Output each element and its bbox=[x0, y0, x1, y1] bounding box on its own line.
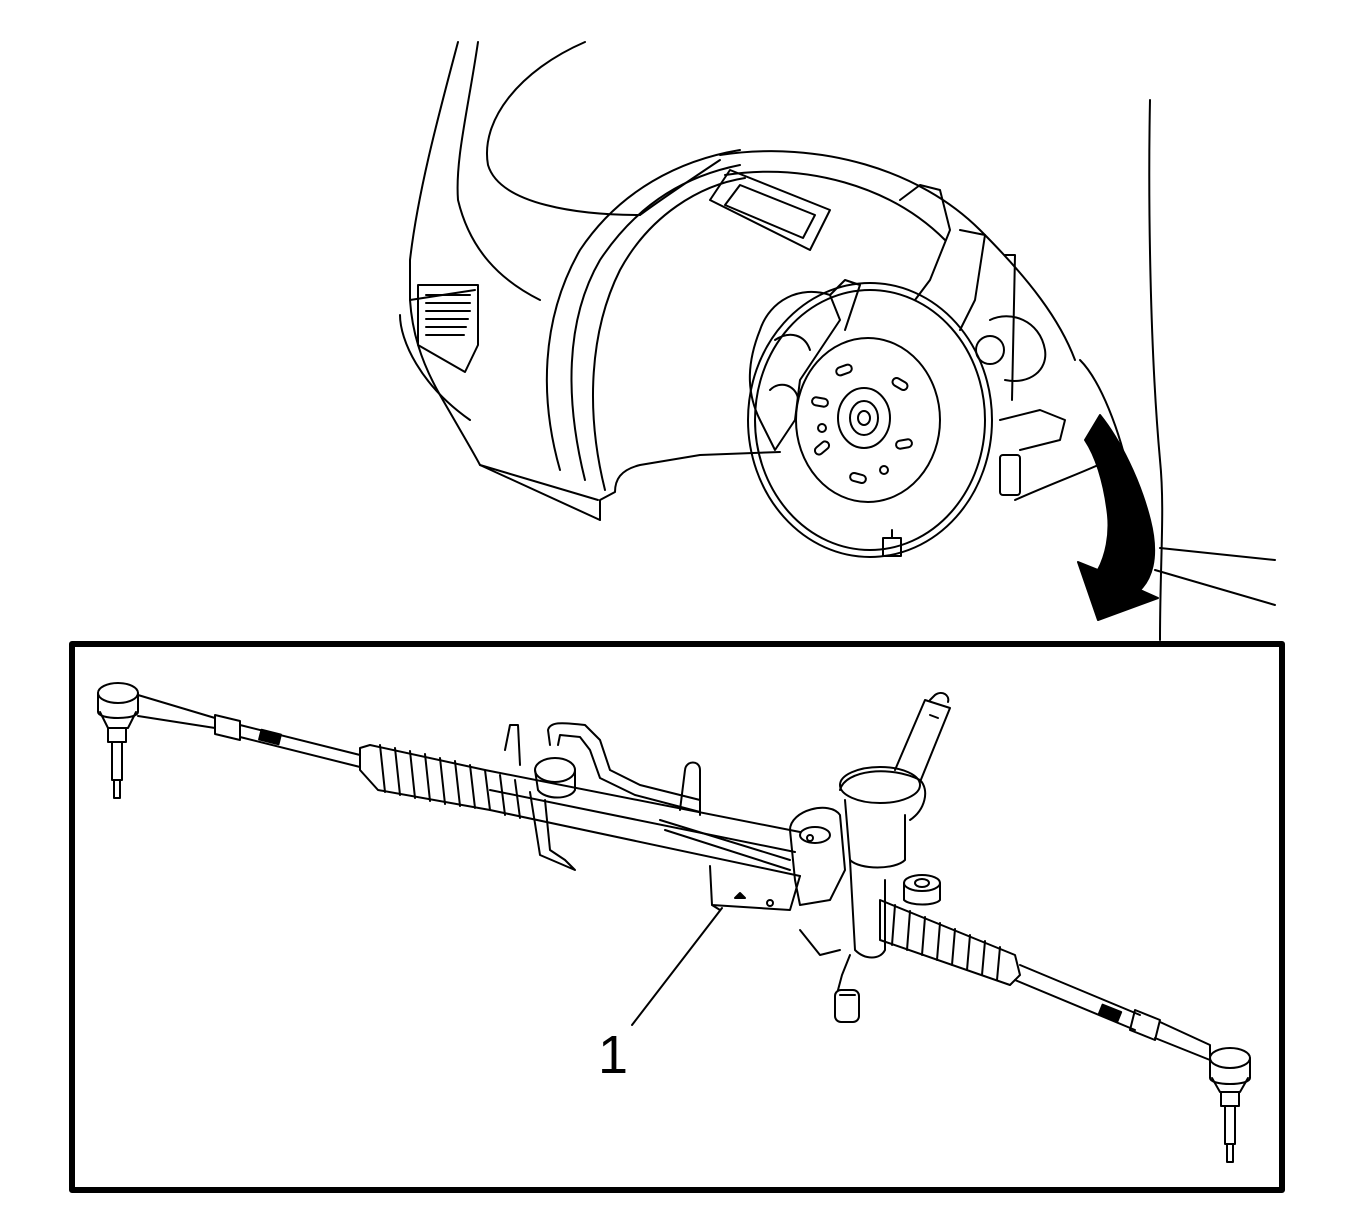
callout-1-label: 1 bbox=[598, 1025, 629, 1085]
vehicle-fender-view bbox=[399, 41, 1276, 641]
inset-detail-box bbox=[69, 641, 1285, 1193]
gear-housing bbox=[484, 769, 801, 911]
left-tie-rod-end bbox=[97, 682, 241, 799]
left-inner-boot bbox=[359, 744, 491, 811]
curved-arrow-icon bbox=[1077, 414, 1159, 621]
fog-lamp-grille bbox=[417, 284, 479, 373]
brake-caliper bbox=[748, 279, 861, 451]
pinion-valve-housing bbox=[789, 692, 951, 959]
brake-rotor bbox=[747, 282, 993, 558]
callout-leader-line bbox=[631, 907, 723, 1026]
electrical-connector bbox=[834, 954, 860, 1023]
right-tie-rod-end bbox=[1209, 1047, 1251, 1163]
suspension-knuckle bbox=[882, 184, 1121, 557]
right-inner-boot bbox=[879, 899, 1021, 986]
steering-gear-assembly bbox=[97, 682, 1251, 1163]
hydraulic-line bbox=[547, 722, 791, 871]
wheel-well-liner bbox=[709, 150, 1076, 361]
wheel-opening bbox=[545, 149, 746, 491]
left-mount-bracket bbox=[504, 724, 576, 871]
fender-body bbox=[399, 41, 781, 521]
right-tie-rod bbox=[1014, 964, 1211, 1061]
left-tie-rod bbox=[239, 724, 361, 768]
right-mount-bracket bbox=[903, 874, 941, 906]
